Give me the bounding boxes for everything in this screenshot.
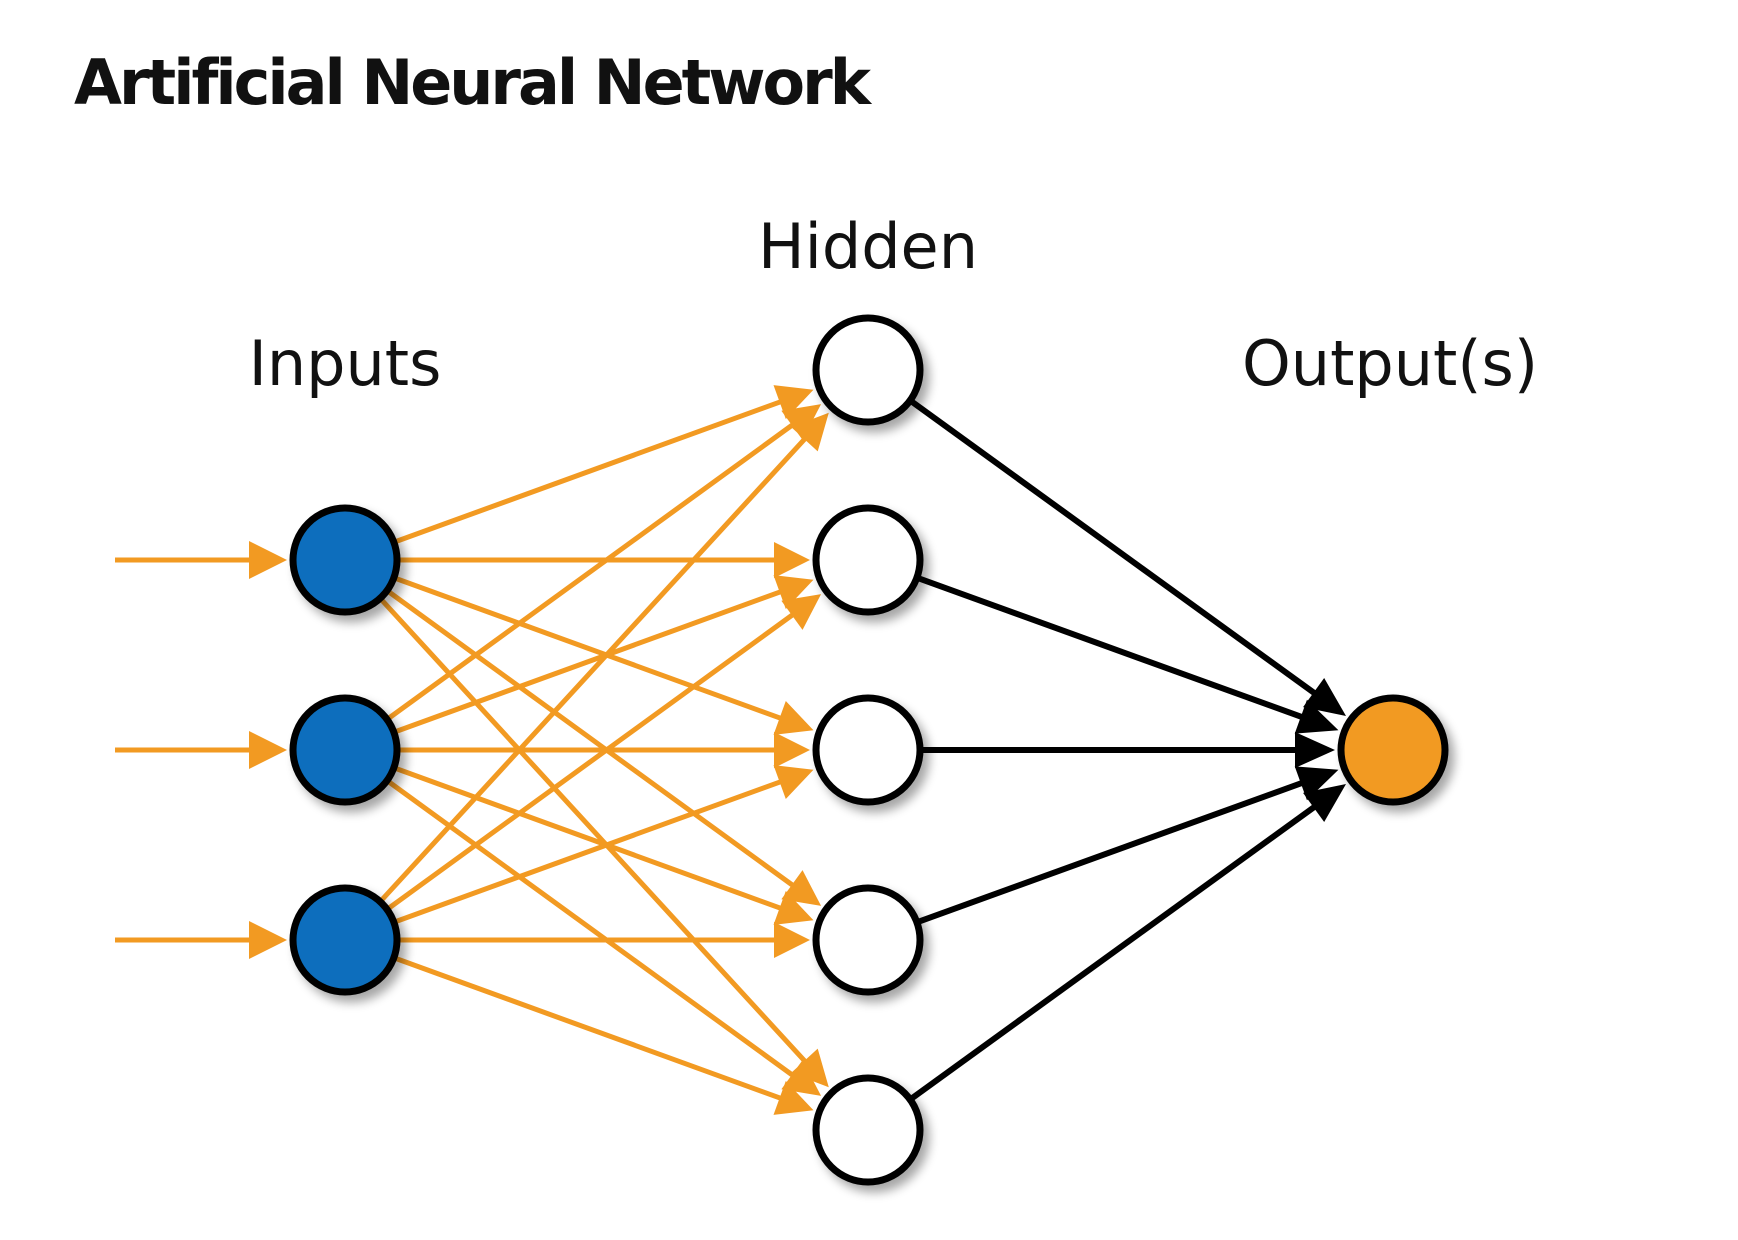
edge-input-3-hidden-1-line (378, 436, 808, 904)
input-feed-arrow-3-arrowhead (249, 921, 287, 959)
edge-input-1-hidden-4-line (385, 588, 796, 888)
edge-hidden-3-output-1 (920, 732, 1335, 768)
diagram-title: Artificial Neural Network (74, 46, 871, 119)
edge-hidden-3-output-1-arrowhead (1295, 732, 1335, 768)
edge-input-1-hidden-1-line (393, 399, 783, 545)
hidden-node-4 (812, 884, 924, 996)
edge-input-3-hidden-3-arrowhead (773, 765, 814, 800)
edge-input-3-hidden-5 (393, 955, 814, 1115)
edge-input-2-hidden-4-line (393, 765, 783, 911)
output-node-1 (1337, 694, 1449, 806)
input-node-1 (289, 504, 401, 616)
edge-hidden-4-output-1-line (915, 779, 1304, 926)
edge-input-3-hidden-3-line (393, 779, 783, 925)
input-feed-arrow-1-arrowhead (249, 541, 287, 579)
edge-input-2-hidden-5-line (385, 778, 796, 1078)
edge-input-2-hidden-4-arrowhead (773, 890, 814, 925)
edge-input-1-hidden-2 (397, 542, 810, 578)
edge-hidden-4-output-1-arrowhead (1294, 766, 1339, 801)
edge-input-1-hidden-2-arrowhead (774, 542, 810, 578)
edge-input-2-hidden-2-line (393, 589, 783, 735)
hidden-node-1 (812, 314, 924, 426)
edge-input-3-hidden-2 (385, 594, 822, 912)
input-feed-arrow-1 (115, 541, 287, 579)
edge-hidden-2-output-1-arrowhead (1294, 699, 1339, 734)
edge-hidden-1-output-1 (908, 398, 1347, 716)
input-feed-arrow-3 (115, 921, 287, 959)
edge-hidden-5-output-1 (908, 784, 1347, 1102)
edge-hidden-4-output-1 (915, 766, 1339, 926)
edge-input-3-hidden-2-line (385, 612, 796, 912)
edge-hidden-5-output-1-arrowhead (1303, 784, 1347, 823)
edge-input-1-hidden-3 (393, 575, 814, 735)
edge-hidden-2-output-1-line (915, 574, 1304, 721)
edge-input-1-hidden-3-arrowhead (773, 700, 814, 735)
input-node-2 (289, 694, 401, 806)
edge-input-3-hidden-3 (393, 765, 814, 925)
edge-input-2-hidden-3 (397, 732, 810, 768)
inputs-label: Inputs (249, 327, 442, 400)
edge-hidden-5-output-1-line (908, 803, 1317, 1102)
edge-hidden-2-output-1 (915, 574, 1339, 734)
outputs-label: Output(s) (1242, 327, 1538, 400)
edge-input-1-hidden-5-arrowhead (791, 1048, 829, 1088)
edge-input-1-hidden-3-line (393, 575, 783, 721)
edge-input-3-hidden-1-arrowhead (791, 412, 829, 452)
edge-hidden-1-output-1-line (908, 398, 1317, 697)
edge-input-2-hidden-3-arrowhead (774, 732, 810, 768)
edge-input-3-hidden-2-arrowhead (781, 594, 822, 630)
hidden-node-5 (812, 1074, 924, 1186)
edge-input-3-hidden-4-arrowhead (774, 922, 810, 958)
edge-input-3-hidden-5-line (393, 955, 783, 1101)
nodes (289, 314, 1449, 1186)
hidden-label: Hidden (758, 210, 978, 283)
hidden-node-2 (812, 504, 924, 616)
connections (115, 385, 1347, 1115)
input-feed-arrow-2-arrowhead (249, 731, 287, 769)
edge-input-2-hidden-1-arrowhead (781, 404, 822, 440)
edge-input-1-hidden-1 (393, 385, 814, 545)
edge-input-3-hidden-5-arrowhead (773, 1080, 814, 1115)
edge-input-3-hidden-4 (397, 922, 810, 958)
input-feed-arrow-2 (115, 731, 287, 769)
hidden-node-3 (812, 694, 924, 806)
edge-input-3-hidden-1 (378, 412, 829, 904)
input-node-3 (289, 884, 401, 996)
edge-input-2-hidden-1 (385, 404, 822, 722)
edge-input-2-hidden-1-line (385, 422, 796, 722)
edge-input-2-hidden-4 (393, 765, 814, 925)
